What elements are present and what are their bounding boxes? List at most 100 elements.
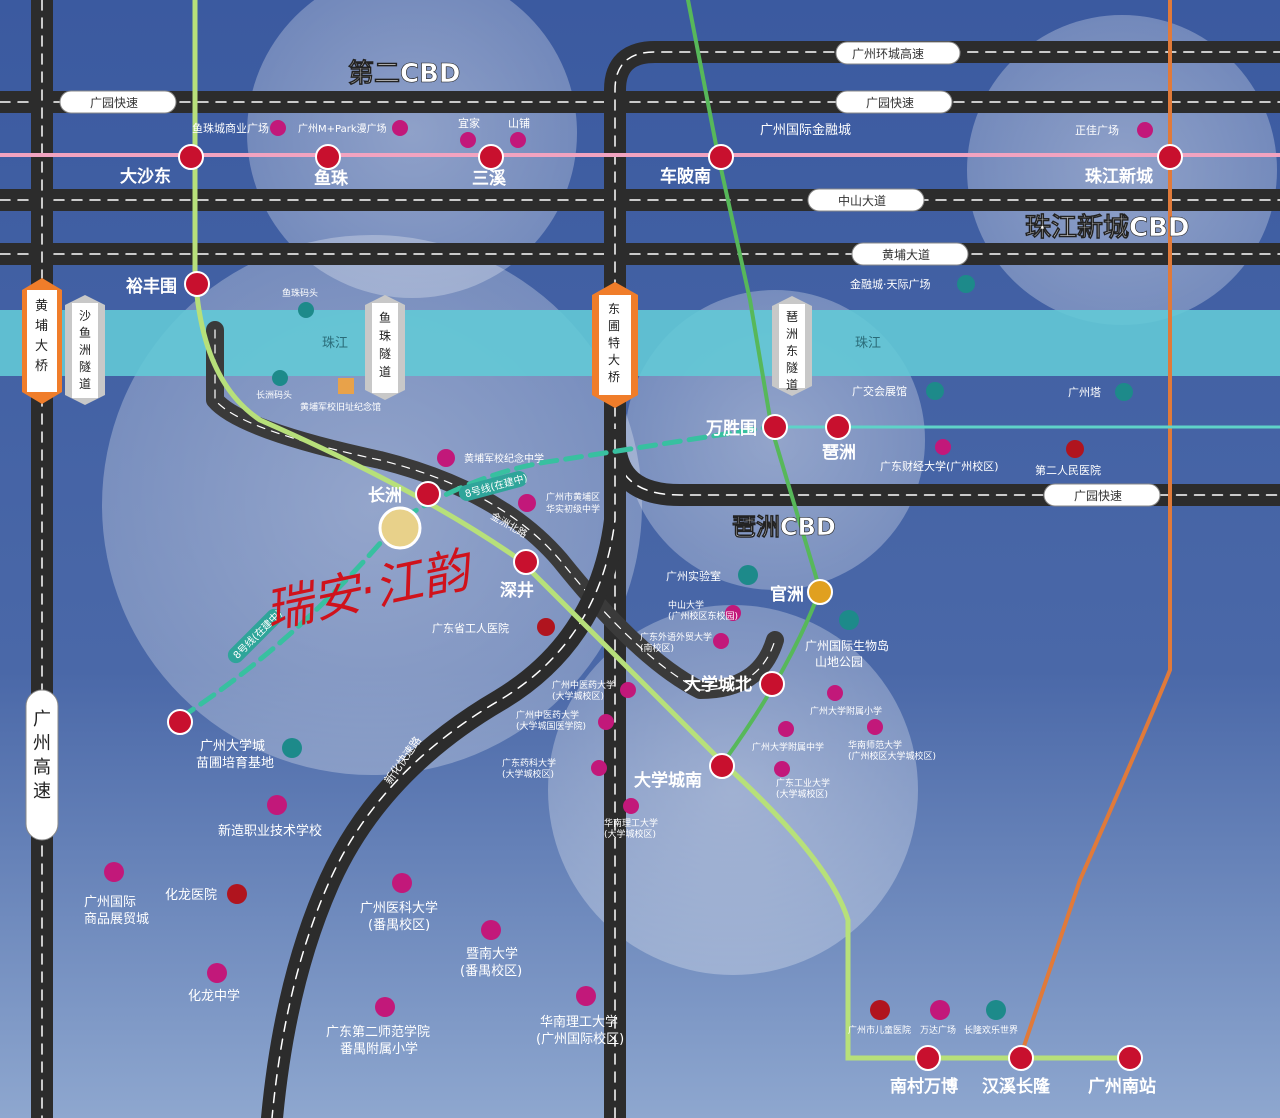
station-changzhou-label: 长洲 xyxy=(368,485,402,506)
svg-text:广州国际商品展贸城: 广州国际商品展贸城 xyxy=(84,895,149,927)
svg-text:沙鱼洲隧道: 沙鱼洲隧道 xyxy=(79,309,91,391)
station-daxuecheng-nan: 大学城南 xyxy=(634,753,735,791)
station-guangzhou-daxuecheng xyxy=(167,709,193,735)
svg-text:广东财经大学(广州校区): 广东财经大学(广州校区) xyxy=(880,459,999,473)
district-pazhou-cbd: 琶洲CBD xyxy=(732,513,836,541)
station-dashadong-label: 大沙东 xyxy=(120,166,171,187)
station-zhujiang-xincheng-label: 珠江新城 xyxy=(1085,166,1153,187)
svg-text:长洲码头: 长洲码头 xyxy=(256,389,292,401)
svg-text:东圃特大桥: 东圃特大桥 xyxy=(608,302,620,384)
poi-gd-hospital: 广东省工人医院 xyxy=(432,618,555,636)
poi-yuzhu-pier: 鱼珠码头 xyxy=(282,287,318,318)
poi-gdut: 广东工业大学(大学城校区) xyxy=(774,761,830,800)
bridges-tunnels: 黄埔大桥 沙鱼洲隧道 鱼珠隧道 东圃特大桥 琶洲东隧道 xyxy=(22,278,812,408)
svg-text:化龙中学: 化龙中学 xyxy=(188,988,240,1004)
poi-base: 广州大学城苗圃培育基地 xyxy=(196,738,302,771)
label-zhongshan: 中山大道 xyxy=(838,193,886,208)
svg-text:广州大学附属中学: 广州大学附属中学 xyxy=(752,741,824,753)
station-chebeinan: 车陂南 xyxy=(660,144,734,187)
sign-pazhou-tunnel: 琶洲东隧道 xyxy=(772,296,812,396)
label-huancheng: 广州环城高速 xyxy=(852,46,924,61)
svg-text:广州国际生物岛山地公园: 广州国际生物岛山地公园 xyxy=(805,638,889,669)
pois: 鱼珠城商业广场 广州M+Park漫广场 宜家 山铺 广州国际金融城 正佳广场 鱼… xyxy=(84,116,1153,1057)
sign-huangpu-bridge: 黄埔大桥 xyxy=(22,278,62,404)
station-shenjing-label: 深井 xyxy=(500,580,534,601)
station-wanshengwei: 万胜围 xyxy=(705,414,788,440)
poi-changzhou-pier: 长洲码头 xyxy=(256,370,292,401)
road-xinhua xyxy=(261,429,626,1118)
stations: 大沙东 鱼珠 三溪 车陂南 珠江新城 裕丰围 万胜围 琶洲 xyxy=(120,144,1183,1097)
svg-text:鱼珠码头: 鱼珠码头 xyxy=(282,287,318,299)
svg-text:暨南大学(番禺校区): 暨南大学(番禺校区) xyxy=(460,946,522,979)
svg-text:广东第二师范学院番禺附属小学: 广东第二师范学院番禺附属小学 xyxy=(326,1024,430,1057)
poi-hualong-hosp: 化龙医院 xyxy=(165,884,247,904)
station-zhujiang-xincheng: 珠江新城 xyxy=(1085,144,1183,187)
poi-trade: 广州国际商品展贸城 xyxy=(84,862,149,927)
svg-text:广州塔: 广州塔 xyxy=(1068,386,1101,399)
poi-m-park: 广州M+Park漫广场 xyxy=(298,120,408,136)
poi-shanpu: 山铺 xyxy=(508,117,530,148)
svg-text:长隆欢乐世界: 长隆欢乐世界 xyxy=(964,1024,1018,1036)
label-guangyuan-lower: 广园快速 xyxy=(1074,489,1122,503)
svg-text:广州市黄埔区华实初级中学: 广州市黄埔区华实初级中学 xyxy=(546,491,600,515)
poi-xinzao: 新造职业技术学校 xyxy=(218,795,322,839)
label-guangzhou-highway: 广州高速 xyxy=(33,709,51,802)
station-chebeinan-label: 车陂南 xyxy=(660,166,711,187)
road-huancheng xyxy=(604,41,1280,1118)
svg-text:广东工业大学(大学城校区): 广东工业大学(大学城校区) xyxy=(776,777,830,800)
poi-scnu: 华南师范大学(广州校区大学城校区) xyxy=(848,719,936,762)
svg-text:广州中医药大学(大学城国医学院): 广州中医药大学(大学城国医学院) xyxy=(516,709,586,732)
station-yuzhu-label: 鱼珠 xyxy=(314,168,349,189)
svg-text:鱼珠隧道: 鱼珠隧道 xyxy=(379,311,391,379)
poi-hualong-school: 化龙中学 xyxy=(188,963,240,1004)
poi-gdufs: 广东外语外贸大学(南校区) xyxy=(640,631,729,654)
svg-text:广州实验室: 广州实验室 xyxy=(666,569,721,583)
station-guangzhou-nan: 广州南站 xyxy=(1088,1045,1156,1097)
svg-text:宜家: 宜家 xyxy=(458,116,480,130)
svg-text:广州大学城苗圃培育基地: 广州大学城苗圃培育基地 xyxy=(196,738,274,771)
svg-text:正佳广场: 正佳广场 xyxy=(1075,123,1119,137)
district-zhujiang-cbd: 珠江新城CBD xyxy=(1025,212,1189,243)
poi-jiaohui: 广交会展馆 xyxy=(852,382,944,400)
svg-text:广州大学附属小学: 广州大学附属小学 xyxy=(810,705,882,717)
sign-dongpu-bridge: 东圃特大桥 xyxy=(592,282,638,408)
label-guangyuan-top-left: 广园快速 xyxy=(90,96,138,110)
river-label: 珠江 xyxy=(322,336,348,351)
station-wanshengwei-label: 万胜围 xyxy=(705,419,757,439)
poi-scut: 华南理工大学(大学城校区) xyxy=(604,798,658,840)
station-hanxi-changlong: 汉溪长隆 xyxy=(982,1045,1051,1097)
poi-wanda: 万达广场 xyxy=(920,1000,956,1036)
poi-biopark: 广州国际生物岛山地公园 xyxy=(805,610,889,669)
svg-text:广东省工人医院: 广东省工人医院 xyxy=(432,621,509,635)
svg-text:黄埔军校旧址纪念馆: 黄埔军校旧址纪念馆 xyxy=(300,401,381,413)
station-yufengwei-label: 裕丰围 xyxy=(126,276,177,297)
poi-jinhui: 金融城·天际广场 xyxy=(850,275,975,293)
svg-text:新造职业技术学校: 新造职业技术学校 xyxy=(218,823,322,839)
poi-hospital2: 第二人民医院 xyxy=(1035,440,1101,477)
line-orange xyxy=(1018,0,1172,1060)
station-nancun-wanbo-label: 南村万博 xyxy=(890,1076,958,1097)
svg-text:广州医科大学(番禺校区): 广州医科大学(番禺校区) xyxy=(360,900,438,933)
station-guanzhou: 官洲 xyxy=(770,579,833,605)
poi-lab: 广州实验室 xyxy=(666,565,758,585)
poi-scut-intl: 华南理工大学(广州国际校区) xyxy=(536,986,624,1047)
poi-gdpu: 广东药科大学(大学城校区) xyxy=(502,757,607,780)
poi-gzmu: 广州中医药大学(大学城国医学院) xyxy=(516,709,614,732)
station-shenjing: 深井 xyxy=(500,549,539,601)
svg-text:山铺: 山铺 xyxy=(508,117,530,130)
station-daxuecheng-nan-label: 大学城南 xyxy=(634,770,702,791)
poi-chimelong: 长隆欢乐世界 xyxy=(964,1000,1018,1036)
sign-yuzhu-tunnel: 鱼珠隧道 xyxy=(365,295,405,400)
station-changzhou: 长洲 xyxy=(368,481,441,507)
station-guanzhou-label: 官洲 xyxy=(770,584,804,605)
pearl-river xyxy=(0,310,1280,376)
poi-tcm: 广州中医药大学(大学城校区) xyxy=(552,679,636,702)
poi-canton-tower: 广州塔 xyxy=(1068,383,1133,401)
label-guangyuan-top-right: 广园快速 xyxy=(866,96,914,110)
poi-children-hosp: 广州市儿童医院 xyxy=(848,1000,911,1036)
poi-sysu: 中山大学(广州校区东校园) xyxy=(668,599,741,622)
station-daxuecheng-bei: 大学城北 xyxy=(684,671,785,697)
poi-military-school: 黄埔军校纪念中学 xyxy=(437,449,544,467)
station-daxuecheng-bei-label: 大学城北 xyxy=(684,674,752,695)
circle-second-cbd xyxy=(247,0,577,298)
